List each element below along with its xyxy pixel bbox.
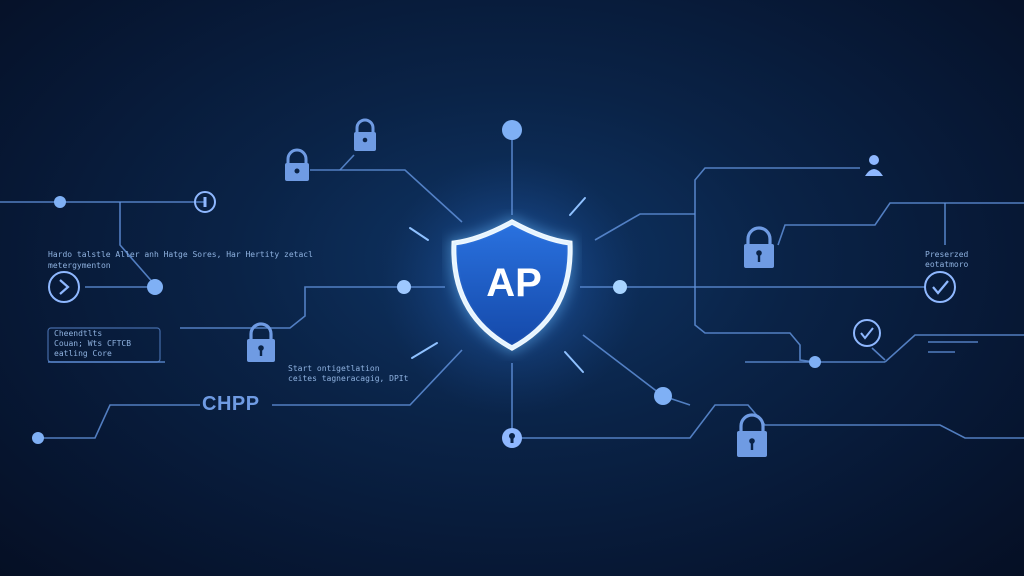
shield-label: AP: [486, 261, 542, 305]
lock-icon: [737, 413, 767, 457]
right-line2: eotatmoro: [925, 260, 969, 269]
ray-dashes: [409, 197, 586, 373]
left-header-line2: metergymenton: [48, 261, 111, 270]
circuit-lines: [0, 130, 1024, 439]
lock-icon: [285, 148, 309, 181]
chpp-label: CHPP: [202, 393, 260, 415]
left-header-line1: Hardo talstle Aller anh Hatge Sores, Har…: [48, 250, 313, 259]
lock-icon: [744, 226, 774, 268]
panel-line3: eatling Core: [54, 349, 112, 358]
center-line2: ceites tagneracagig, DPIt: [288, 374, 409, 383]
chevron-right-icon: [48, 271, 80, 303]
keyhole-icon: [194, 191, 216, 213]
panel-line2: Couan; Wts CFTCB: [54, 339, 132, 348]
nodes: [32, 120, 821, 444]
shield-icon: [448, 216, 576, 354]
lock-icon: [247, 322, 275, 362]
center-line1: Start ontigetlation: [288, 364, 380, 373]
lock-icon: [354, 118, 376, 151]
check-icon: [853, 319, 881, 347]
info-panel: [47, 327, 161, 363]
user-icon: [865, 155, 883, 176]
right-line1: Preserzed: [925, 250, 969, 259]
check-icon: [924, 271, 956, 303]
keyhole-icon: [502, 428, 522, 448]
panel-line1: Cheendtlts: [54, 329, 103, 338]
